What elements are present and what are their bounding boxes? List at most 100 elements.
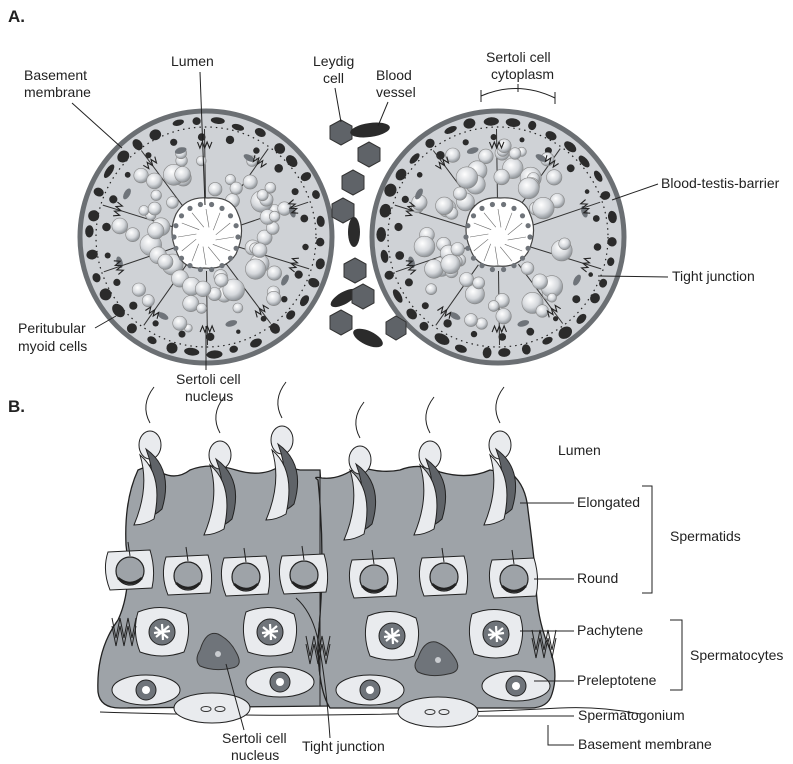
germ-cell (559, 238, 571, 250)
spermatogonium-dot (572, 295, 580, 303)
spermatogonium-dot (179, 331, 186, 338)
elongated-spermatid-head (173, 246, 178, 251)
sperm-tail (496, 387, 504, 423)
leydig-cell (330, 120, 352, 145)
elongated-spermatid-head (234, 223, 239, 228)
germ-cell (521, 262, 534, 275)
spermatogonium-dot (125, 172, 131, 178)
germ-cell (126, 228, 140, 242)
germ-cell (245, 259, 265, 279)
label-sertoli-nucleus-1: Sertoli cell (176, 371, 241, 387)
elongated-spermatid-head (526, 246, 531, 251)
germ-cell (509, 148, 521, 160)
spermatogonium-dot (226, 136, 234, 144)
blood-vessel (351, 325, 386, 351)
germ-cell (197, 303, 207, 313)
label-spermatids: Spermatids (670, 528, 741, 544)
elongated-spermatid-head (219, 263, 224, 268)
label-preleptotene: Preleptotene (577, 672, 657, 688)
germ-cell (230, 182, 242, 194)
spermatogonium-dot (526, 328, 534, 336)
elongated-spermatid-head (219, 206, 224, 211)
germ-cell (233, 303, 243, 313)
right-tubule-cross-section (372, 111, 624, 363)
elongated-spermatid-head (198, 267, 203, 272)
germ-cell (456, 167, 478, 189)
germ-cell (533, 197, 555, 219)
leydig-cell (330, 310, 352, 335)
germ-cell (267, 266, 281, 280)
label-spermatogonium: Spermatogonium (578, 707, 685, 723)
spermatogonium-dot (394, 223, 402, 231)
leydig-cell (358, 142, 380, 167)
germ-cell (267, 291, 281, 305)
label-sertoli-nucleus-b-2: nucleus (231, 747, 279, 763)
label-basement-1: Basement (24, 67, 87, 83)
spermatogonium-dot (153, 320, 159, 326)
label-round: Round (577, 570, 618, 586)
germ-cell (496, 309, 511, 324)
elongated-spermatid-head (173, 223, 178, 228)
elongated-spermatid-head (228, 213, 233, 218)
elongated-spermatid-head (463, 234, 468, 239)
germ-cell (453, 187, 466, 200)
label-peritubular-1: Peritubular (18, 320, 86, 336)
germ-cell (132, 283, 145, 296)
elongated-spermatid-head (187, 263, 192, 268)
label-sertoli-cytoplasm-1: Sertoli cell (486, 49, 551, 65)
spermatogonium-dot (422, 302, 429, 309)
spermatogonium-dot (593, 215, 600, 222)
germ-cell (252, 243, 267, 258)
germ-cell (465, 314, 478, 327)
elongated-spermatid-head (171, 234, 176, 239)
germ-cell (547, 170, 562, 185)
elongated-spermatid-head (228, 256, 233, 261)
germ-cell (139, 206, 149, 216)
germ-cell (215, 273, 228, 286)
spermatogonium-dot (588, 272, 593, 277)
germ-cell (112, 218, 128, 234)
germ-cell (147, 173, 163, 189)
germ-cell (195, 281, 211, 297)
elongated-spermatid-head (187, 206, 192, 211)
elongated-spermatid-head (511, 263, 516, 268)
spermatogonium-dot (443, 319, 451, 327)
germ-cell (497, 139, 511, 153)
spermatogonium-dot (113, 279, 120, 286)
elongated-spermatid-head (179, 256, 184, 261)
sperm-tail (278, 382, 286, 418)
spermatogonium-dot (253, 147, 259, 153)
label-leydig-1: Leydig (313, 53, 354, 69)
germ-cell (460, 273, 474, 287)
spermatogonium-dot (292, 188, 299, 195)
spermatogonium-dot (109, 195, 117, 203)
spermatogonium-dot (236, 330, 240, 334)
elongated-spermatid-head (479, 263, 484, 268)
elongated-spermatid-head (490, 267, 495, 272)
label-blood-1: Blood (376, 67, 412, 83)
germ-cell (473, 277, 485, 289)
germ-cell (414, 236, 435, 257)
germ-cell (243, 175, 257, 189)
elongated-spermatid-head (465, 223, 470, 228)
nucleolus (142, 686, 150, 694)
spermatogonium-dot (417, 172, 423, 178)
left-tubule-cross-section (80, 111, 332, 363)
spermatogonium-dot (300, 215, 308, 223)
elongated-spermatid-head (465, 246, 470, 251)
germ-cell (436, 197, 454, 215)
label-spermatocytes: Spermatocytes (690, 647, 783, 663)
leydig-cell (352, 284, 374, 309)
spermatogonium-dot (170, 139, 177, 146)
germ-cell (142, 295, 154, 307)
spermatogonium-dot (105, 253, 111, 259)
label-lumen: Lumen (171, 53, 214, 69)
elongated-spermatid-head (526, 223, 531, 228)
germ-cell (208, 182, 222, 196)
germ-cell (488, 301, 499, 312)
spermatogonium-dot (491, 134, 497, 140)
germ-cell (269, 211, 280, 222)
germ-cell (536, 305, 549, 318)
germ-cell (173, 316, 187, 330)
label-peritubular-2: myoid cells (18, 338, 87, 354)
